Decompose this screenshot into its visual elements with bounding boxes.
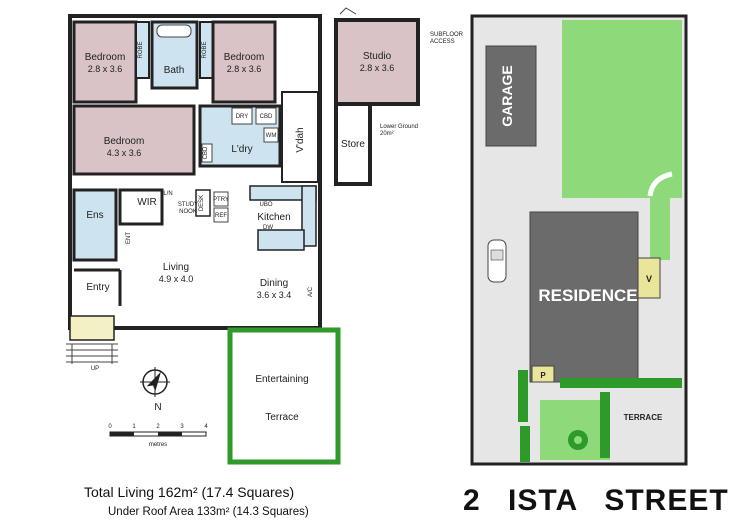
- laundry-label: L'dry: [231, 144, 252, 155]
- garden-bed-bottom: [520, 426, 530, 462]
- compass-north-label: N: [154, 402, 161, 413]
- floor-plan: [66, 7, 420, 465]
- wm-label: WM: [266, 133, 277, 139]
- residence-label: RESIDENCE: [538, 286, 637, 305]
- scale-tick-4: 4: [204, 424, 208, 430]
- scale-tick-0: 0: [108, 424, 112, 430]
- living-dims: 4.9 x 4.0: [159, 274, 194, 284]
- cbd-left-label: CBD: [203, 146, 209, 159]
- kitchen-label: Kitchen: [257, 212, 290, 223]
- verandah-label: V'dah: [295, 127, 306, 152]
- bedroom-2-label: Bedroom: [224, 52, 265, 63]
- garden-bed-top: [560, 378, 682, 388]
- dining-dims: 3.6 x 3.4: [257, 290, 292, 300]
- cbd-top-label: CBD: [260, 114, 273, 120]
- terrace-site-label: TERRACE: [624, 413, 663, 422]
- robe-left: [135, 21, 150, 79]
- bath-label: Bath: [164, 65, 185, 76]
- terrace-label: Terrace: [265, 412, 299, 423]
- desk-label: DESK: [199, 195, 205, 211]
- scale-bar: [109, 431, 207, 437]
- cbd-left-cupboard: [201, 143, 213, 163]
- bedroom-1-label: Bedroom: [85, 52, 126, 63]
- compass-icon: [140, 367, 170, 397]
- under-roof-caption: Under Roof Area 133m² (14.3 Squares): [108, 506, 309, 518]
- ptry-label: PTRY: [213, 197, 229, 203]
- ref-label: REF: [215, 213, 227, 219]
- garden-path: [647, 171, 673, 197]
- ensuite-room: [72, 188, 118, 262]
- store-label: Store: [341, 139, 365, 150]
- living-label: Living: [163, 262, 189, 273]
- dry-label: DRY: [236, 114, 249, 120]
- scale-unit-label: metres: [149, 442, 167, 448]
- kitchen-island: [257, 229, 305, 251]
- studio-room: [334, 18, 420, 106]
- ensuite-label: Ens: [86, 210, 103, 221]
- bedroom-3-dims: 4.3 x 3.6: [107, 148, 142, 158]
- verandah-block: [637, 257, 661, 299]
- site-plan: [470, 14, 688, 466]
- bedroom-1: [72, 20, 138, 104]
- garden-bed-mid: [600, 392, 610, 458]
- total-living-caption: Total Living 162m² (17.4 Squares): [84, 484, 295, 500]
- store-room: [334, 102, 372, 186]
- kitchen-bench-side: [301, 185, 317, 247]
- fridge-space: [213, 207, 229, 223]
- wir-room: [118, 188, 164, 226]
- scale-tick-3: 3: [180, 424, 184, 430]
- p-label: P: [540, 371, 546, 380]
- side-lawn: [650, 180, 670, 260]
- tree-icon: [568, 430, 588, 450]
- lawn-area: [562, 20, 682, 198]
- ent-label: ENT: [126, 232, 132, 244]
- terrace-area: [227, 327, 341, 465]
- garden-bed-left: [518, 370, 528, 422]
- robe-right-label: ROBE: [202, 41, 208, 58]
- study-desk: [195, 189, 211, 217]
- bedroom-2-dims: 2.8 x 3.6: [227, 64, 262, 74]
- garage-label: GARAGE: [499, 65, 515, 126]
- ubo-label: UBO: [259, 202, 272, 208]
- scale-tick-2: 2: [156, 424, 160, 430]
- studio-door-icon: [339, 7, 357, 15]
- street-address: 2 ISTA STREET: [463, 484, 729, 517]
- porch: [69, 315, 115, 341]
- car-icon: [487, 239, 507, 283]
- ac-label: A/C: [308, 286, 314, 297]
- scale-tick-1: 1: [132, 424, 136, 430]
- entry-label: Entry: [86, 282, 109, 293]
- wir-label: WIR: [137, 197, 156, 208]
- front-lawn: [540, 400, 610, 460]
- dw-label: DW: [263, 225, 273, 231]
- porch-block: [531, 365, 555, 383]
- steps-icon: [66, 343, 118, 364]
- v-label: V: [646, 274, 652, 284]
- robe-left-label: ROBE: [138, 41, 144, 58]
- bedroom-3: [72, 104, 196, 176]
- cbd-cupboard: [255, 107, 277, 125]
- garage-building: [485, 45, 537, 147]
- studio-dims: 2.8 x 3.6: [360, 63, 395, 73]
- studio-label: Studio: [363, 51, 392, 62]
- entertaining-label: Entertaining: [255, 374, 308, 385]
- washing-machine: [263, 127, 279, 143]
- verandah: [281, 91, 319, 183]
- bedroom-1-dims: 2.8 x 3.6: [88, 64, 123, 74]
- bedroom-3-label: Bedroom: [104, 136, 145, 147]
- dining-label: Dining: [260, 278, 288, 289]
- dry-cupboard: [231, 107, 253, 125]
- ln-label: L/N: [163, 191, 172, 197]
- bathtub-icon: [156, 24, 192, 38]
- pantry: [213, 191, 229, 207]
- up-label: UP: [91, 366, 99, 372]
- bedroom-2: [211, 20, 277, 104]
